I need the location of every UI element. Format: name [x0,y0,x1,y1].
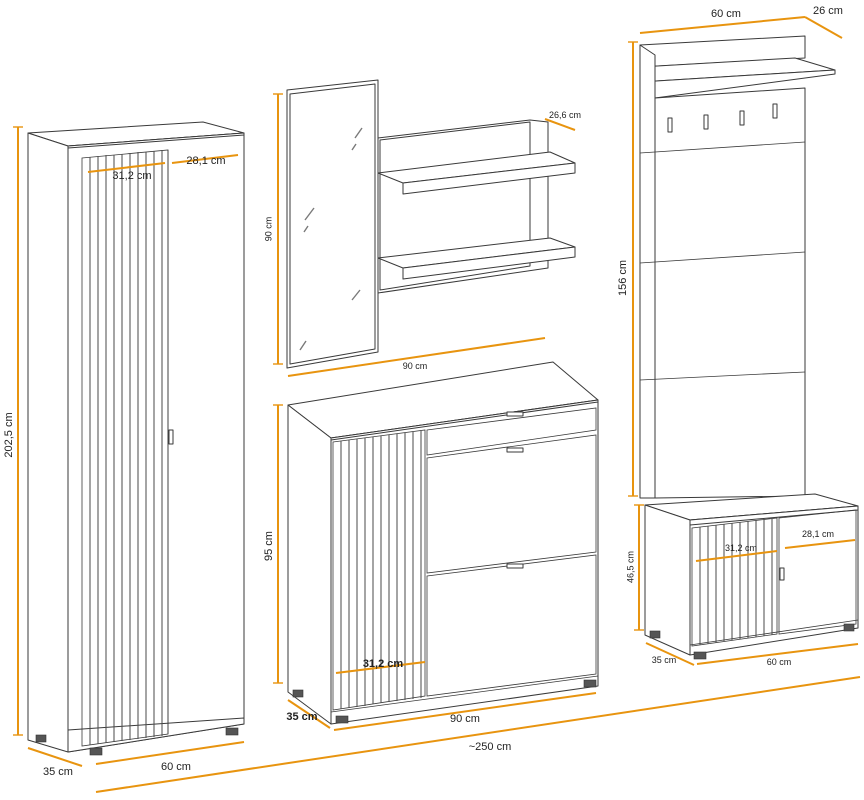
coat-hooks [667,103,778,133]
flap-handle-1 [506,447,524,453]
label-bench-depth: 35 cm [652,655,677,665]
coat-rack [639,35,836,499]
label-shoe-cabinet-depth: 35 cm [286,711,317,723]
label-rack-depth: 26 cm [813,5,843,17]
label-bench-right-door: 28,1 cm [802,529,834,539]
label-wardrobe-right-door: 28,1 cm [186,155,225,167]
label-mirror-height: 90 cm [263,217,273,242]
label-wardrobe-slat-door: 31,2 cm [112,170,151,182]
label-shelf-depth: 26,6 cm [549,110,581,120]
label-total-width: ~250 cm [469,741,512,753]
wall-shelf [377,119,576,294]
label-shoe-cabinet-slat-door: 31,2 cm [363,658,404,670]
drawer-handle [506,411,524,417]
label-bench-width: 60 cm [767,657,792,667]
flap-handle-2 [506,563,524,569]
bench-slat-door [691,517,778,647]
wardrobe-handle [168,429,174,445]
bench-handle [779,567,785,581]
label-mirror-shelf-width: 90 cm [403,361,428,371]
label-wardrobe-height: 202,5 cm [3,412,15,457]
mirror [286,79,379,369]
shoe-cabinet-feet [292,679,597,724]
wardrobe-slat-door [81,149,169,747]
dimension-labels: 202,5 cm 35 cm 60 cm 31,2 cm 28,1 cm 90 … [3,5,843,778]
bench [644,493,859,660]
label-bench-slat-door: 31,2 cm [725,543,757,553]
bench-feet [649,623,855,660]
label-shoe-cabinet-width: 90 cm [450,713,480,725]
wardrobe-feet [35,727,239,756]
label-shoe-cabinet-height: 95 cm [263,531,275,561]
shoe-cabinet-slat-door [332,429,426,711]
label-wardrobe-width: 60 cm [161,761,191,773]
label-bench-height: 46,5 cm [625,551,635,583]
label-wardrobe-depth: 35 cm [43,766,73,778]
dimension-lines [13,16,861,793]
label-rack-width: 60 cm [711,8,741,20]
label-rack-panel-height: 156 cm [617,260,629,296]
shoe-cabinet [287,361,599,725]
wardrobe [27,121,245,756]
